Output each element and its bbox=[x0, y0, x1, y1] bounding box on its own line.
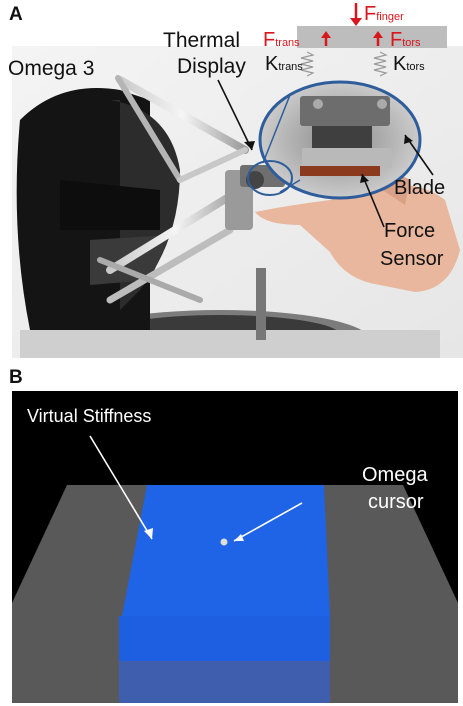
panel-b-letter: B bbox=[9, 367, 23, 388]
omega-cursor-dot bbox=[220, 538, 228, 546]
virtual-stiffness-cube-top bbox=[122, 485, 330, 616]
panel-a-letter: A bbox=[9, 4, 23, 25]
virtual-scene-render bbox=[12, 391, 458, 703]
f-finger-label: Ffinger bbox=[364, 3, 404, 25]
thermal-display-label-line1: Thermal bbox=[163, 29, 241, 52]
f-tors-label: Ftors bbox=[390, 29, 421, 51]
omega3-label: Omega 3 bbox=[8, 57, 95, 80]
k-tors-label: Ktors bbox=[393, 53, 425, 75]
thermal-display-label-line2: Display bbox=[177, 55, 246, 78]
force-sensor-label-line1: Force bbox=[384, 220, 436, 242]
virtual-stiffness-cube-front bbox=[119, 616, 330, 661]
force-sensor-label-line2: Sensor bbox=[380, 248, 444, 270]
k-trans-label: Ktrans bbox=[265, 53, 303, 75]
haptic-device-photo bbox=[12, 3, 463, 358]
blade-label: Blade bbox=[394, 177, 446, 199]
omega-cursor-label-line1: Omega bbox=[362, 464, 428, 486]
virtual-stiffness-cube-base bbox=[119, 661, 330, 703]
f-trans-label: Ftrans bbox=[263, 29, 300, 51]
omega-cursor-label-line2: cursor bbox=[368, 491, 424, 513]
virtual-stiffness-label: Virtual Stiffness bbox=[27, 406, 152, 426]
